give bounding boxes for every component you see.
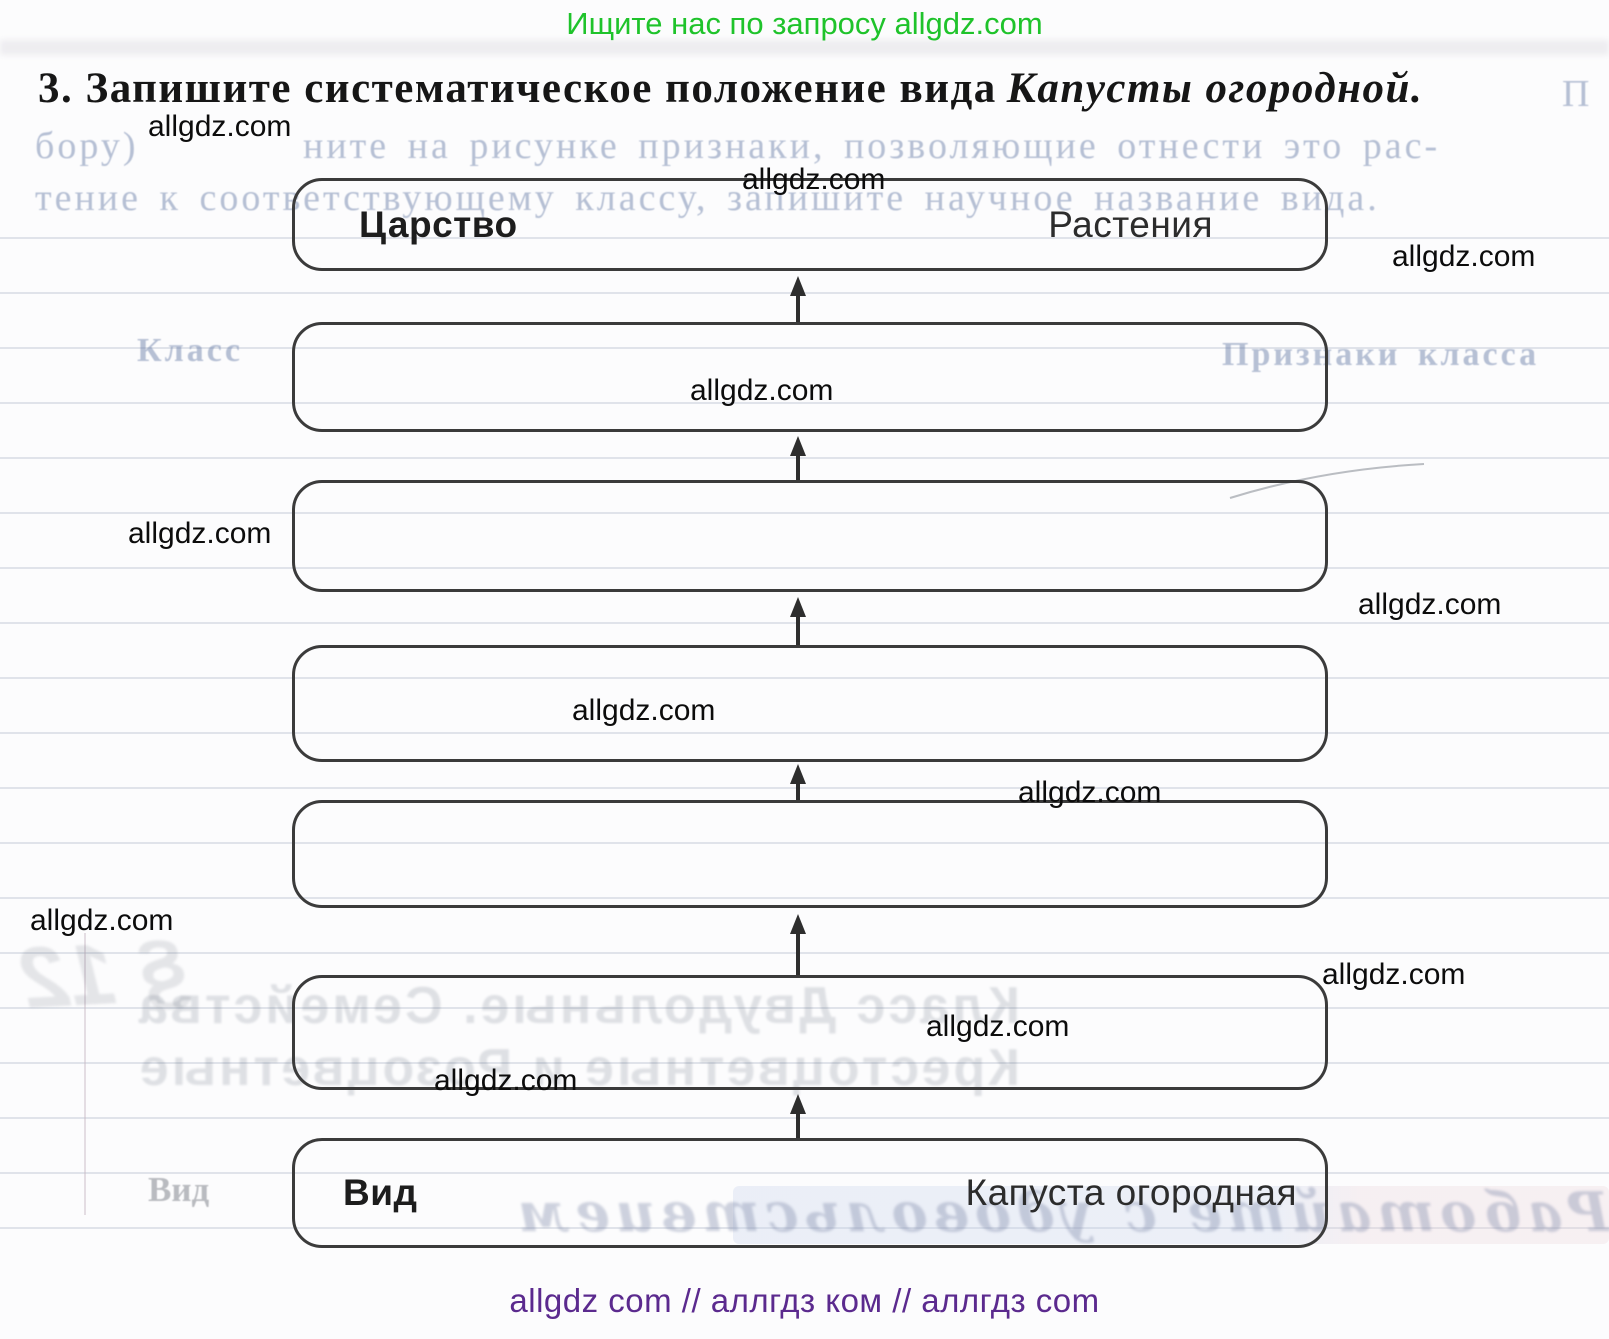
arrow-up-icon (789, 914, 807, 975)
taxon-box-kingdom: Царство Растения (292, 178, 1328, 271)
taxon-box-4 (292, 645, 1328, 762)
watermark: allgdz.com (1322, 958, 1466, 991)
taxon-rank-label: Царство (359, 203, 518, 245)
task-heading-species: Капусты огородной. (1006, 65, 1424, 112)
watermark: allgdz.com (572, 694, 716, 727)
taxon-box-3 (292, 480, 1328, 592)
footer-domains: allgdz com // аллгдз ком // аллгдз com (509, 1282, 1100, 1319)
taxon-value: Капуста огородная (965, 1172, 1297, 1213)
taxon-box-2 (292, 322, 1328, 432)
ruled-lines (0, 237, 1609, 1253)
watermark: allgdz.com (128, 517, 272, 550)
taxon-box-6 (292, 975, 1328, 1090)
watermark: allgdz.com (1392, 240, 1536, 273)
watermark: allgdz.com (742, 163, 886, 196)
arrow-up-icon (789, 764, 807, 800)
watermark: allgdz.com (148, 110, 292, 143)
scan-shadow-band (0, 40, 1609, 55)
task-heading: 3. Запишите систематическое положение ви… (38, 64, 1598, 113)
arrow-up-icon (789, 597, 807, 645)
taxon-value: Растения (1048, 203, 1213, 245)
watermark: allgdz.com (690, 374, 834, 407)
margin-line (84, 933, 86, 1215)
watermark: allgdz.com (30, 904, 174, 937)
site-banner: Ищите нас по запросу allgdz.com (566, 6, 1043, 41)
washed-col-left: Класс (137, 332, 243, 369)
watermark: allgdz.com (1018, 776, 1162, 809)
task-heading-text: 3. Запишите систематическое положение ви… (38, 65, 997, 112)
bleed-script-band: Работайте с удовольствием (512, 1180, 1609, 1244)
arrow-up-icon (789, 1094, 807, 1138)
taxon-box-species: Вид Капуста огородная (292, 1138, 1328, 1248)
watermark: allgdz.com (1358, 588, 1502, 621)
arrow-up-icon (789, 276, 807, 322)
taxon-box-5 (292, 800, 1328, 908)
washed-fragment-p: П (1562, 73, 1593, 115)
washed-line3: тение к соответствующему классу, запишит… (35, 177, 1380, 219)
watermark: allgdz.com (434, 1064, 578, 1097)
washed-line2-right: ните на рисунке признаки, позволяющие от… (303, 125, 1441, 167)
washed-col-right: Признаки класса (1222, 336, 1540, 373)
watermark: allgdz.com (926, 1010, 1070, 1043)
taxon-rank-label: Вид (343, 1172, 418, 1213)
arrow-up-icon (789, 436, 807, 480)
washed-line2-left: бору) (35, 125, 139, 167)
washed-vid-label: Вид (148, 1170, 210, 1209)
pen-stroke (1229, 463, 1425, 499)
